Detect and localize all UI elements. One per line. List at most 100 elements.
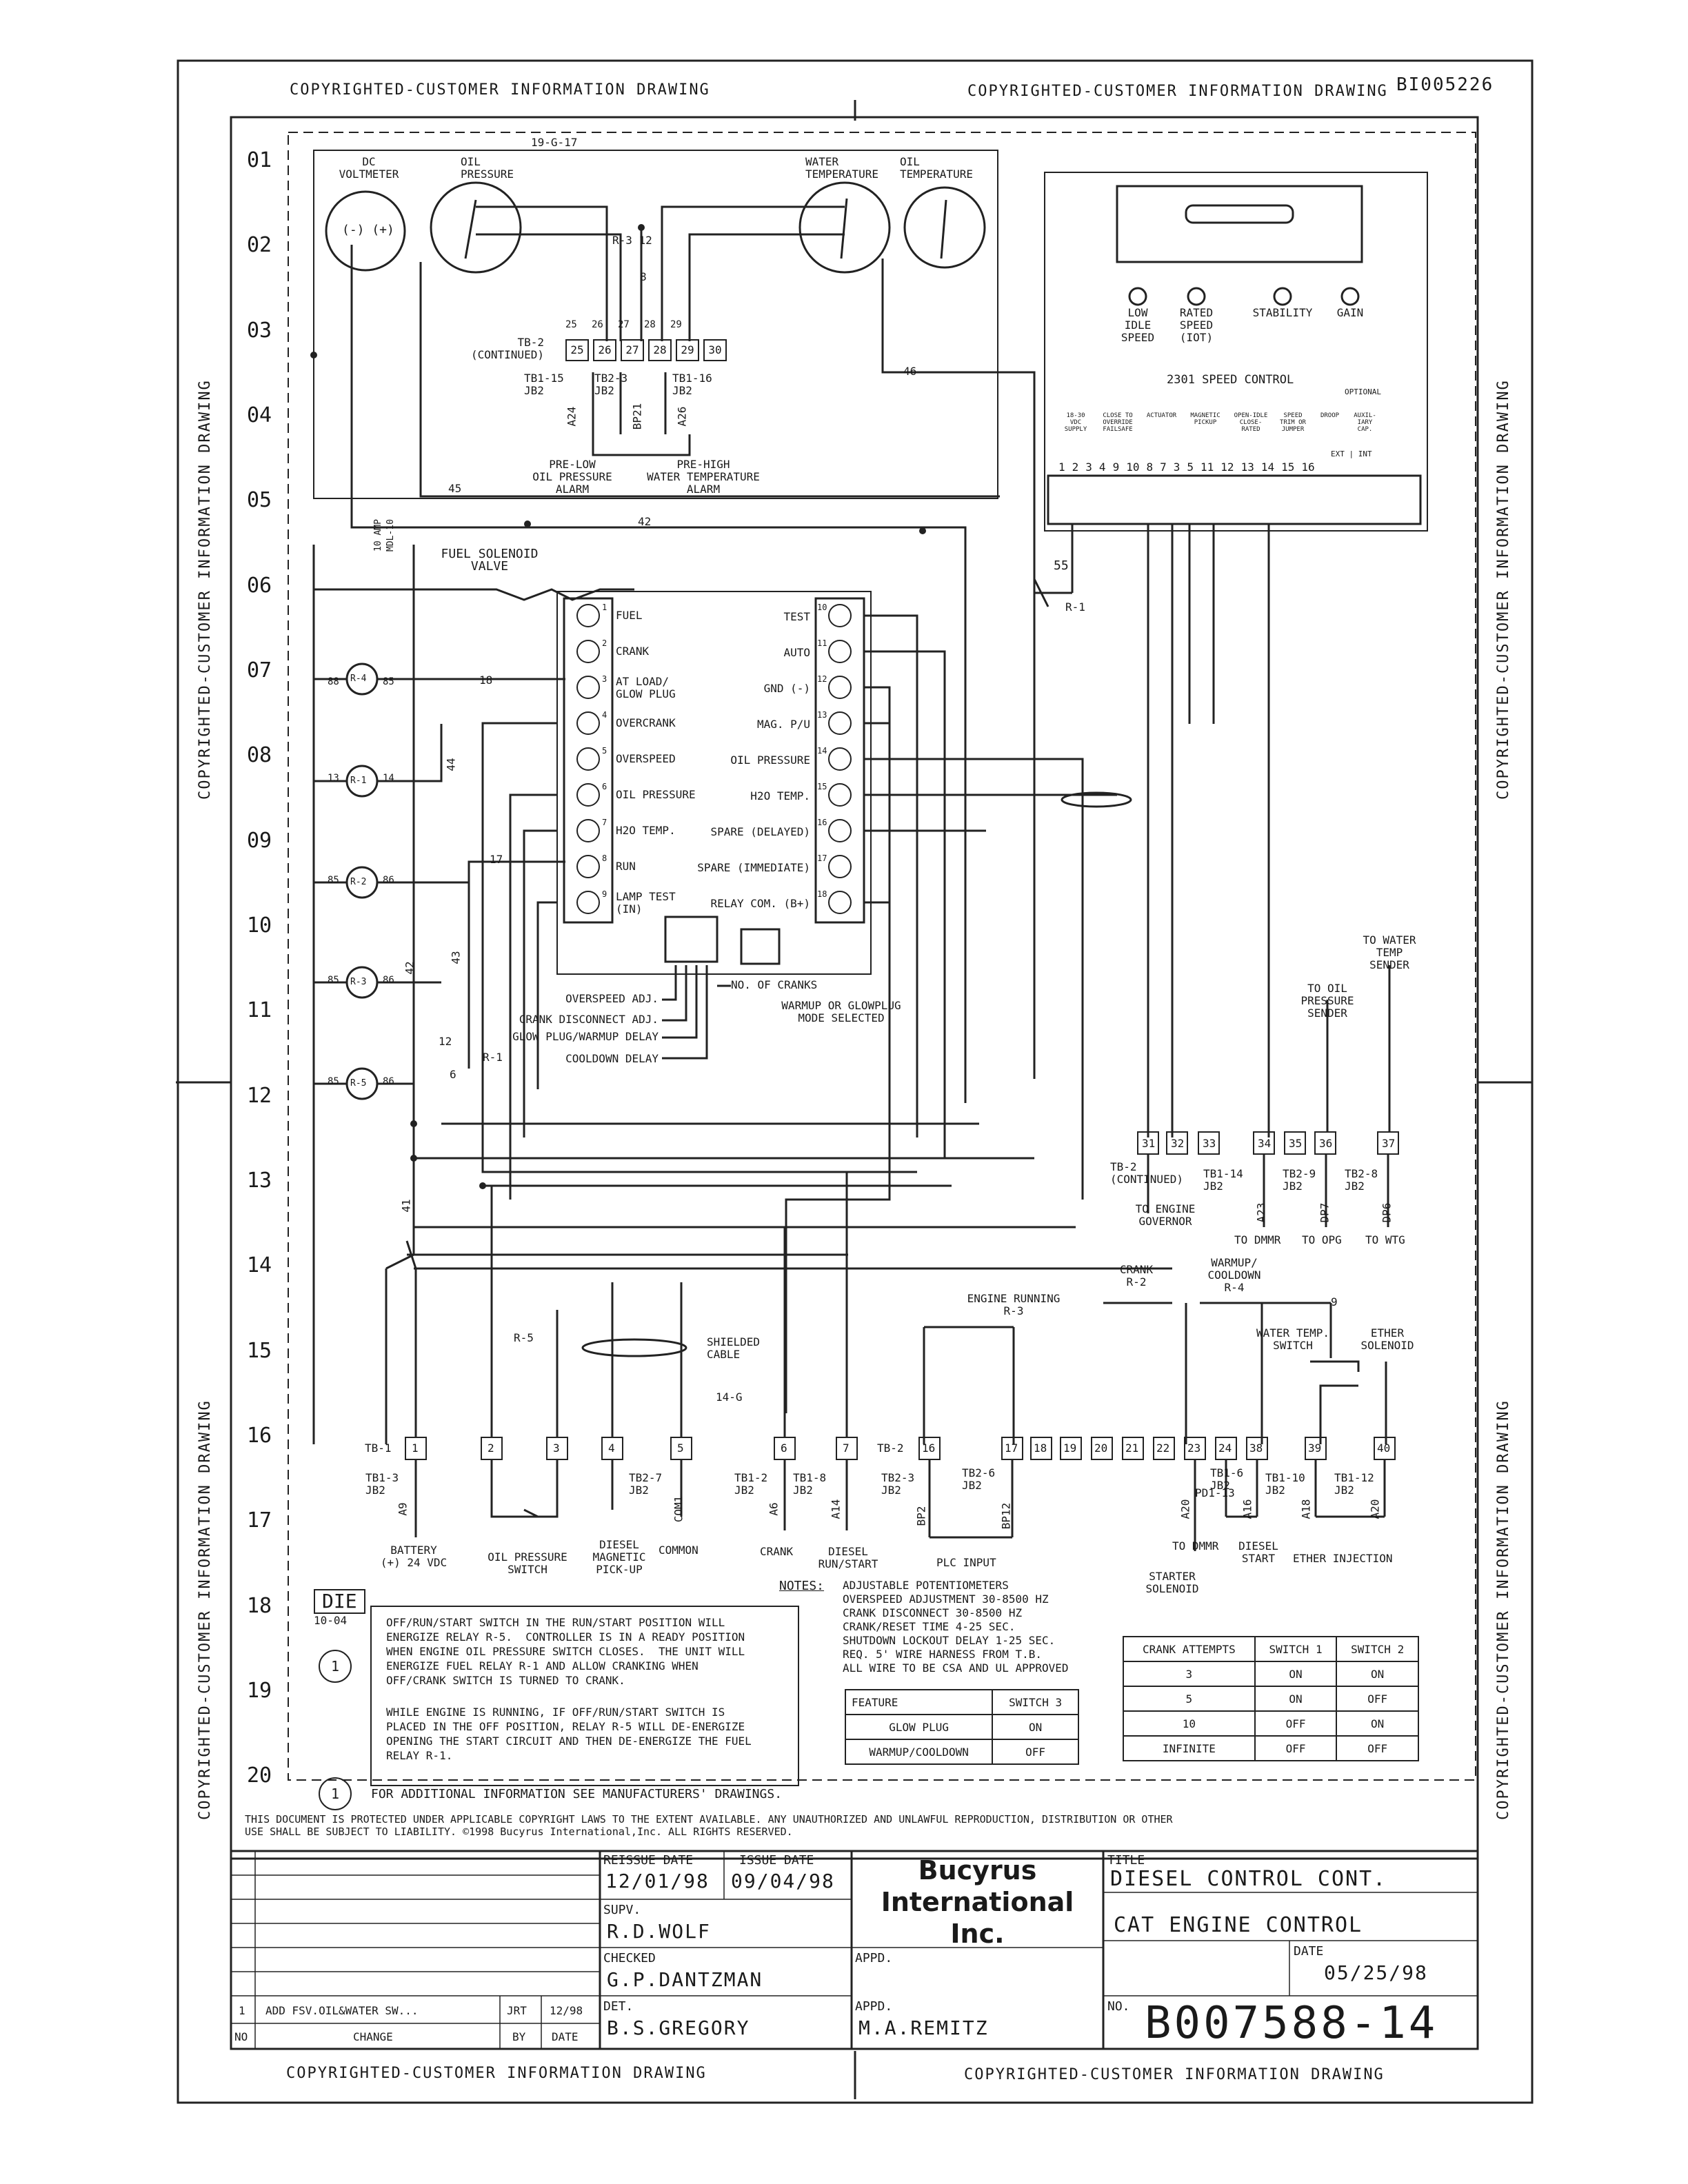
note-line: REQ. 5' WIRE HARNESS FROM T.B. <box>843 1648 1042 1661</box>
terminal-number: 4 <box>602 710 607 720</box>
terminal: 37 <box>1382 1137 1396 1150</box>
oil-pressure-gauge-label: OIL PRESSURE <box>461 155 514 181</box>
terminal: 17 <box>1005 1442 1018 1455</box>
row-number: 15 <box>247 1339 272 1363</box>
copyright-banner-left-lower: COPYRIGHTED-CUSTOMER INFORMATION DRAWING <box>197 1399 214 1820</box>
tb1-8-label: TB1-8 JB2 <box>793 1471 827 1497</box>
note-line: SHUTDOWN LOCKOUT DELAY 1-25 SEC. <box>843 1634 1056 1647</box>
ext-int-label: EXT | INT <box>1331 449 1372 458</box>
row-number: 03 <box>247 318 272 343</box>
group-label: AUXIL- IARY CAP. <box>1354 412 1376 433</box>
crank-cell: OFF <box>1254 1735 1338 1761</box>
relay-r1-contact: R-1 <box>483 1051 503 1064</box>
row-number: 20 <box>247 1763 272 1788</box>
wire-label: 27 <box>618 319 630 330</box>
terminal-label: SPARE (DELAYED) <box>710 825 811 838</box>
terminal: 19 <box>1063 1442 1077 1455</box>
tb1-12-label: TB1-12 JB2 <box>1334 1471 1374 1497</box>
terminal-number: 9 <box>602 889 607 899</box>
wire-label: 6 <box>450 1068 456 1081</box>
feature-cell: OFF <box>992 1739 1079 1765</box>
warmup-cooldown-relay-r4: WARMUP/ COOLDOWN R-4 <box>1207 1256 1261 1294</box>
speed-control-title: 2301 SPEED CONTROL <box>1167 373 1294 387</box>
terminal: 34 <box>1258 1137 1272 1150</box>
relay-name: R-2 <box>350 877 367 887</box>
column-date: DATE <box>552 2030 579 2043</box>
wire-label: COM1 <box>672 1495 685 1523</box>
terminal-number: 3 <box>1085 461 1092 474</box>
row-number: 16 <box>247 1424 272 1448</box>
die-stamp: DIE <box>314 1589 365 1614</box>
crank-cell: OFF <box>1254 1710 1338 1737</box>
terminal: 21 <box>1125 1442 1139 1455</box>
terminal: 26 <box>593 339 616 361</box>
drawing-date: 05/25/98 <box>1324 1961 1428 1984</box>
group-label: CLOSE TO OVERRIDE FAILSAFE <box>1103 412 1133 433</box>
low-idle-speed-label: LOW IDLE SPEED <box>1121 306 1155 344</box>
terminal-label: RELAY COM. (B+) <box>710 897 811 910</box>
issue-date: 09/04/98 <box>731 1870 835 1892</box>
crank-cell: OFF <box>1336 1735 1419 1761</box>
row-number: 01 <box>247 148 272 172</box>
wire-label: 26 <box>592 319 603 330</box>
terminal-label: FUEL <box>616 609 643 622</box>
wire-label: A9 <box>396 1502 410 1516</box>
tb2-bottom-label: TB-2 <box>877 1442 904 1455</box>
crank-cell: OFF <box>1336 1686 1419 1712</box>
terminal-number: 11 <box>1200 461 1214 474</box>
wire-label: A18 <box>1299 1499 1313 1519</box>
wire-label: 45 <box>448 482 462 495</box>
crank-attempts-table: CRANK ATTEMPTS SWITCH 1 SWITCH 2 3 ON ON… <box>1123 1636 1419 1761</box>
tb1-15-label: TB1-15 JB2 <box>524 372 564 397</box>
notes-heading: NOTES: <box>779 1579 825 1593</box>
row-number: 14 <box>247 1253 272 1277</box>
terminal-label: MAG. P/U <box>756 718 810 731</box>
supv-name: R.D.WOLF <box>607 1920 711 1943</box>
terminal-number: 12 <box>1220 461 1234 474</box>
row-number: 11 <box>247 998 272 1022</box>
terminal-number: 16 <box>1301 461 1315 474</box>
row-number: 07 <box>247 658 272 682</box>
to-dmmr-bottom: TO DMMR <box>1172 1539 1219 1553</box>
drawing-title-2: CAT ENGINE CONTROL <box>1114 1913 1363 1937</box>
wire-label: 9 <box>1331 1295 1338 1308</box>
wire-label: 18 <box>479 674 493 687</box>
company-name: Bucyrus International Inc. <box>881 1855 1074 1949</box>
gain-label: GAIN <box>1336 306 1364 319</box>
relay-r5-contact: R-5 <box>514 1331 534 1344</box>
terminal-label: OIL PRESSURE <box>730 754 810 767</box>
no-label: NO. <box>1107 1999 1130 2014</box>
tb1-14-label: TB1-14 JB2 <box>1203 1167 1243 1193</box>
wire-label: 29 <box>670 319 682 330</box>
ether-injection-label: ETHER INJECTION <box>1293 1552 1393 1565</box>
tb2-continued-label: TB-2 (CONTINUED) <box>471 336 544 361</box>
crank-cell: ON <box>1336 1661 1419 1687</box>
terminal: 1 <box>412 1442 419 1455</box>
terminal-number: 7 <box>602 818 607 827</box>
to-engine-governor: TO ENGINE GOVERNOR <box>1135 1202 1196 1228</box>
copyright-banner-top-left: COPYRIGHTED-CUSTOMER INFORMATION DRAWING <box>290 81 710 99</box>
relay-pin: 86 <box>383 975 394 986</box>
wire-label: 42 <box>403 961 416 975</box>
wire-label: A24 <box>565 406 579 427</box>
relay-pin: 85 <box>328 1076 339 1087</box>
terminal-number: 8 <box>1146 461 1154 474</box>
row-number: 06 <box>247 574 272 598</box>
diesel-mag-pickup-label: DIESEL MAGNETIC PICK-UP <box>592 1538 646 1576</box>
dc-voltmeter-label: DC VOLTMETER <box>339 155 399 181</box>
title-label: TITLE <box>1107 1853 1145 1868</box>
copyright-banner-top-right: COPYRIGHTED-CUSTOMER INFORMATION DRAWING <box>967 83 1388 100</box>
to-dmmr-label: TO DMMR <box>1234 1233 1281 1246</box>
terminal: 4 <box>608 1442 615 1455</box>
drawing-number: B007588-14 <box>1145 1998 1438 2049</box>
relay-pin: 85 <box>328 975 339 986</box>
terminal: 29 <box>676 339 699 361</box>
column-by: BY <box>512 2030 526 2043</box>
row-number: 19 <box>247 1679 272 1703</box>
row-number: 12 <box>247 1084 272 1108</box>
checked-label: CHECKED <box>603 1951 656 1965</box>
fuse-label: 10 AMP MDL-10 <box>373 519 396 552</box>
tb2-7-label: TB2-7 JB2 <box>629 1471 663 1497</box>
terminal-label: AUTO <box>783 646 810 659</box>
wire-label: 17 <box>490 853 503 866</box>
